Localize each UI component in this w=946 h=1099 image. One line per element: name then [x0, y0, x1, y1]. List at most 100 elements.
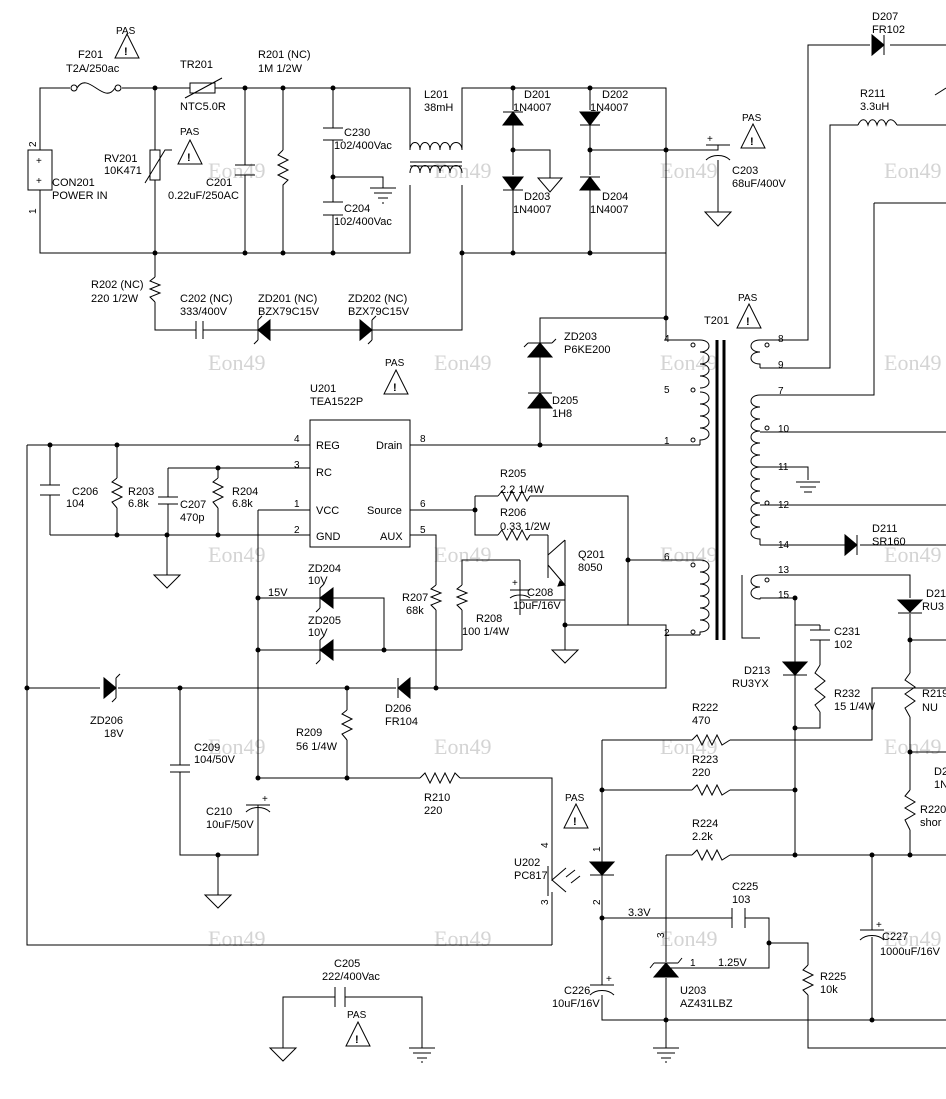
watermark: Eon49: [208, 734, 265, 759]
diode-d206: [397, 676, 411, 700]
d203-ref: D203: [524, 191, 550, 203]
c210-value: 10uF/50V: [206, 819, 254, 831]
resistor-r222: [691, 733, 731, 747]
watermark: Eon49: [208, 158, 265, 183]
pin-number: 2: [592, 899, 603, 905]
resistor-r201: [276, 149, 290, 190]
svg-text:PAS: PAS: [116, 26, 136, 37]
c210-ref: C210: [206, 806, 232, 818]
r201-ref: R201 (NC): [258, 49, 311, 61]
diode-d204: [578, 176, 602, 191]
r202-ref: R202 (NC): [91, 279, 144, 291]
pin-number: 14: [778, 540, 790, 551]
u203-ref: U203: [680, 985, 706, 997]
c227-ref: C227: [882, 931, 908, 943]
r201-value: 1M 1/2W: [258, 63, 303, 75]
r209-value: 56 1/4W: [296, 741, 338, 753]
pin-number: 1: [690, 958, 696, 969]
c201-value: 0.22uF/250AC: [168, 190, 239, 202]
pin-source: Source: [367, 505, 402, 517]
u202-ref: U202: [514, 857, 540, 869]
d213-value: RU3YX: [732, 678, 769, 690]
d205-value: 1H8: [552, 408, 572, 420]
r205-ref: R205: [500, 468, 526, 480]
pin-number: 15: [778, 590, 790, 601]
c206-ref: C206: [72, 486, 98, 498]
zd206-ref: ZD206: [90, 715, 123, 727]
c230-ref: C230: [344, 127, 370, 139]
zd201-value: BZX79C15V: [258, 306, 320, 318]
plus-sign: +: [876, 920, 882, 931]
c203-ref: C203: [732, 165, 758, 177]
r232-value: 15 1/4W: [834, 701, 876, 713]
ground-icon: [536, 177, 564, 193]
r223-ref: R223: [692, 754, 718, 766]
svg-text:!: !: [746, 316, 750, 328]
svg-text:PAS: PAS: [385, 358, 405, 369]
resistor-r206: [497, 528, 531, 542]
c227-value: 1000uF/16V: [880, 946, 941, 958]
svg-text:!: !: [187, 152, 191, 164]
warning-icon: ! PAS: [345, 1010, 371, 1047]
capacitor-c210: +: [245, 794, 271, 813]
zd203-ref: ZD203: [564, 331, 597, 343]
d202-ref: D202: [602, 89, 628, 101]
watermark: Eon49: [884, 350, 941, 375]
c231-value: 102: [834, 639, 852, 651]
pin-rc: RC: [316, 467, 332, 479]
r211-ref: R211: [860, 88, 885, 100]
ground-icon: [796, 481, 820, 493]
zd202-value: BZX79C15V: [348, 306, 410, 318]
zener-zd205: [315, 635, 334, 665]
q201-value: 8050: [578, 562, 602, 574]
r210-value: 220: [424, 805, 442, 817]
pin-number: 12: [778, 500, 790, 511]
watermark: Eon49: [884, 734, 941, 759]
pin-number: 6: [420, 499, 426, 510]
tr201-ref: TR201: [180, 59, 213, 71]
ground-icon: [152, 574, 182, 589]
resistor-r219: [904, 672, 916, 718]
pin-number: 3: [294, 460, 300, 471]
watermark: Eon49: [660, 734, 717, 759]
net-labels: 15V 3.3V 1.25V: [268, 587, 747, 969]
zd204-value: 10V: [308, 575, 328, 587]
capacitor-c203: +: [705, 134, 731, 161]
component-labels: F201 T2A/250ac TR201 NTC5.0R R201 (NC) 1…: [52, 11, 946, 1010]
warning-icon: ! PAS: [563, 793, 589, 829]
d204-ref: D204: [602, 191, 628, 203]
c209-ref: C209: [194, 742, 220, 754]
warning-icon: ! PAS: [177, 127, 203, 165]
pin-number: 8: [778, 334, 784, 345]
pin-number: 1: [592, 846, 603, 852]
c202-value: 333/400V: [180, 306, 228, 318]
watermark: Eon49: [660, 926, 717, 951]
pin-number: 4: [540, 842, 551, 848]
r223-value: 220: [692, 767, 710, 779]
zd205-ref: ZD205: [308, 615, 341, 627]
d207-value: FR102: [872, 24, 905, 36]
fuse-f201: [70, 82, 122, 94]
svg-text:!: !: [573, 816, 577, 828]
watermarks: Eon49 Eon49 Eon49 Eon49 Eon49 Eon49 Eon4…: [208, 158, 941, 951]
resistor-r211: [857, 119, 898, 127]
c208-value: 10uF/16V: [513, 600, 561, 612]
capacitor-c225: [731, 908, 746, 928]
r204-value: 6.8k: [232, 498, 253, 510]
d202-value: 1N4007: [590, 102, 629, 114]
capacitor-c202: [195, 321, 204, 339]
pin-number: 8: [420, 434, 426, 445]
c231-ref: C231: [834, 626, 860, 638]
pin-number: 13: [778, 565, 790, 576]
resistor-r204: [211, 477, 225, 509]
zd201-ref: ZD201 (NC): [258, 293, 317, 305]
diode-d205: [526, 392, 554, 409]
diode-d21x: [896, 599, 924, 614]
capacitor-c231: [810, 629, 830, 641]
d21x-ref: D21: [926, 588, 946, 600]
r222-value: 470: [692, 715, 710, 727]
watermark: Eon49: [884, 926, 941, 951]
d206-ref: D206: [385, 703, 411, 715]
c201-ref: C201: [206, 177, 232, 189]
zener-zd206: [103, 673, 121, 703]
